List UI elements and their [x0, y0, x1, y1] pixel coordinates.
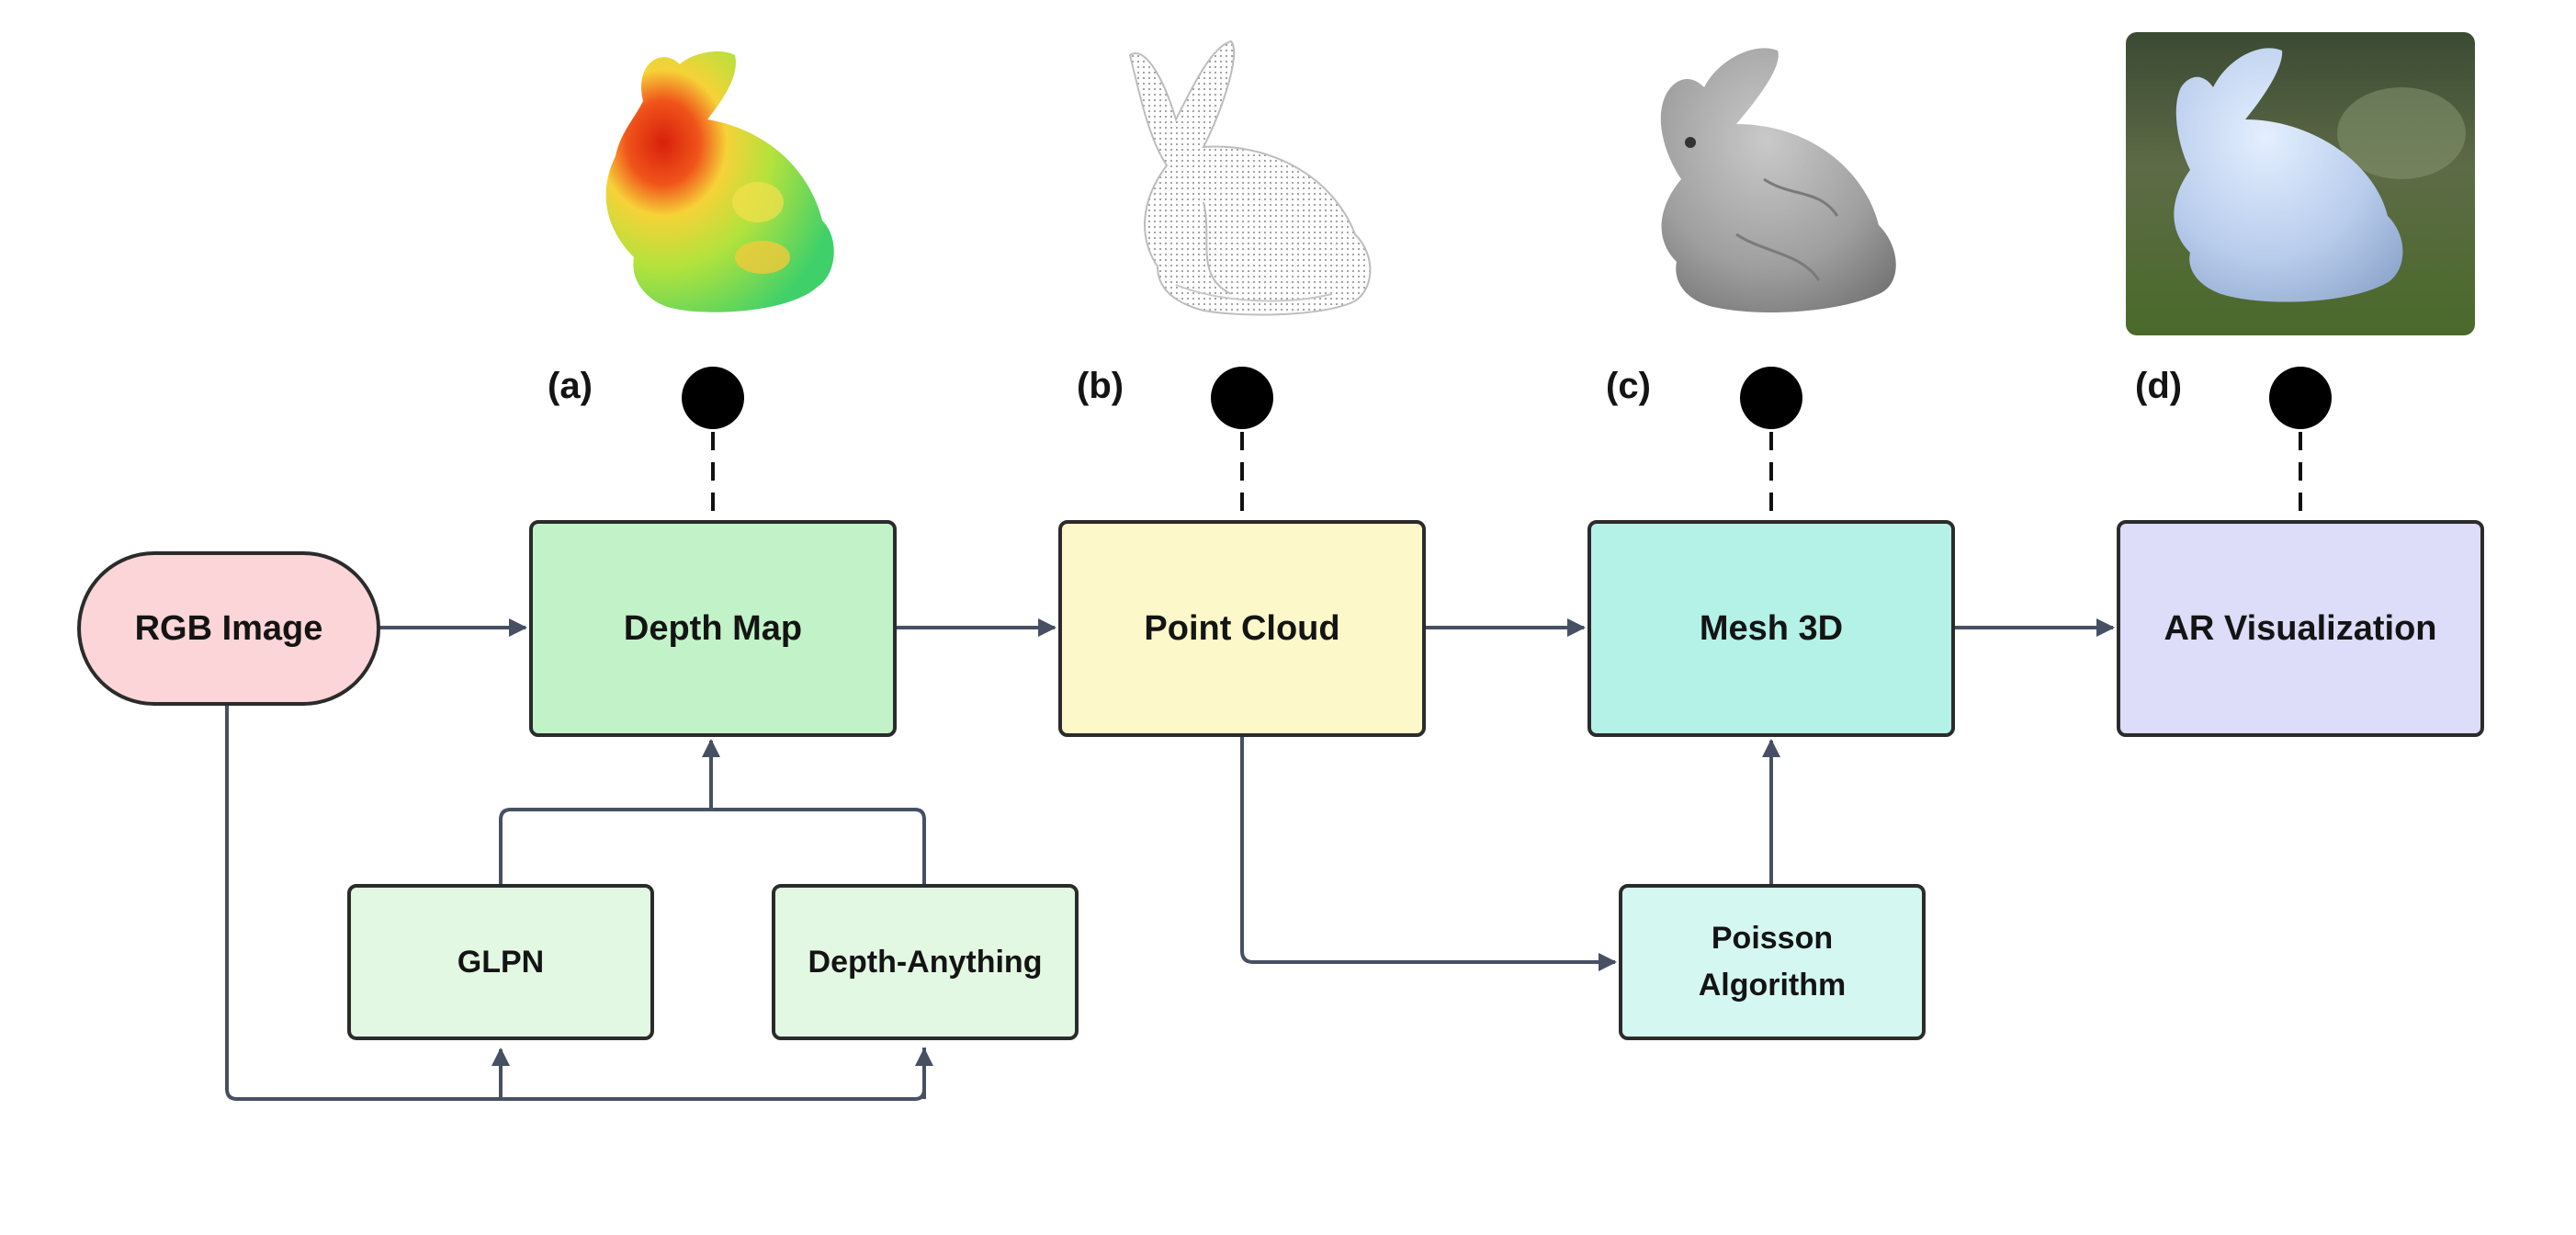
ar-bunny-in-scene-image [2126, 32, 2475, 335]
stage-dot-d [2269, 367, 2332, 429]
point-cloud-node: Point Cloud [1058, 520, 1426, 737]
stage-dot-b [1211, 367, 1273, 429]
stage-dot-c [1740, 367, 1802, 429]
depth-map-label: Depth Map [623, 608, 803, 648]
line-glpn-up [499, 808, 926, 884]
poisson-algorithm-node: Poisson Algorithm [1619, 884, 1926, 1040]
depth-anything-label: Depth-Anything [808, 944, 1043, 980]
ar-visualization-label: AR Visualization [2164, 608, 2437, 648]
mesh-bunny-image [1660, 48, 1896, 312]
stage-label-a: (a) [548, 366, 593, 406]
rgb-image-node: RGB Image [77, 551, 380, 706]
line-pointcloud-to-poisson [1240, 737, 1617, 971]
ar-visualization-node: AR Visualization [2117, 520, 2484, 737]
stage-dot-a [682, 367, 744, 429]
depth-map-node: Depth Map [529, 520, 897, 737]
depth-anything-node: Depth-Anything [772, 884, 1079, 1040]
point-cloud-label: Point Cloud [1144, 608, 1340, 648]
mesh-3d-label: Mesh 3D [1699, 608, 1844, 648]
poisson-label-line1: Poisson [1711, 921, 1834, 956]
glpn-label: GLPN [457, 944, 545, 980]
stage-label-c: (c) [1606, 366, 1651, 406]
stage-label-b: (b) [1077, 366, 1124, 406]
rgb-image-label: RGB Image [134, 608, 323, 648]
stage-label-d: (d) [2135, 366, 2183, 406]
poisson-label-line2: Algorithm [1698, 968, 1847, 1003]
glpn-node: GLPN [347, 884, 654, 1040]
mesh-3d-node: Mesh 3D [1587, 520, 1955, 737]
depth-map-bunny-image [605, 51, 834, 312]
point-cloud-bunny-image [1128, 40, 1372, 316]
